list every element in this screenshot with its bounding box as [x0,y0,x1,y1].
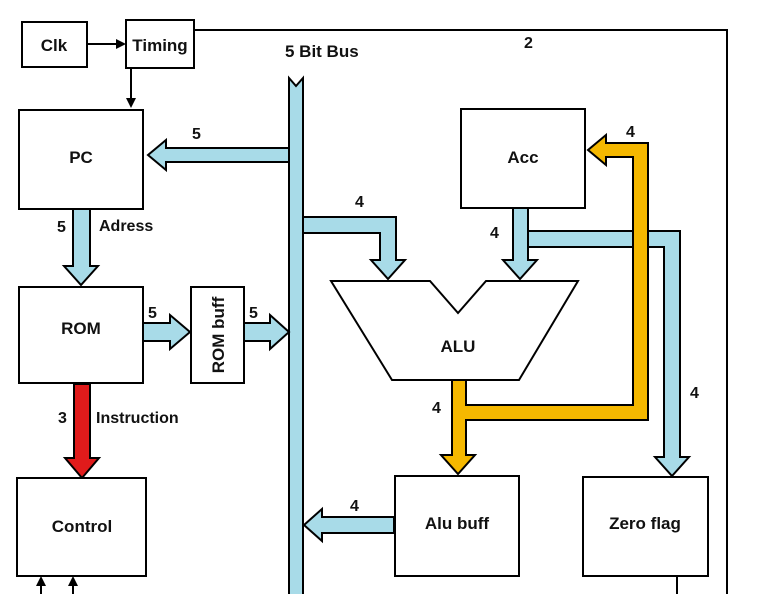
zero-flag-box [582,476,709,577]
clock-distribution-wire [194,29,728,594]
rom-buff-box [190,286,245,384]
alu-out-label: 4 [432,400,441,417]
alu-to-acc-label: 4 [626,124,635,141]
pc-box [18,109,144,210]
clk-to-timing-arrowhead [116,39,126,49]
rom-label: ROM [61,319,101,338]
pc-to-rom-width-label: 5 [57,219,66,236]
acc-block: Acc [460,108,586,209]
aluBuff-to-bus-label: 4 [350,498,359,515]
control-block: Control [16,477,147,577]
pc-to-rom-arrow [61,208,101,287]
alu-to-acc-path [438,132,649,476]
control-input-arrowhead-2 [68,576,78,586]
alu-buff-block: Alu buff [394,475,520,577]
rom-box [18,286,144,384]
control-box [16,477,147,577]
clock-line-label: 2 [524,35,533,52]
alu-buff-box [394,475,520,577]
zero-flag-block: Zero flag [582,476,709,577]
timing-block: Timing [125,19,195,69]
main-bus [288,75,304,594]
instruction-name-label: Instruction [96,410,179,427]
bus-to-pc-arrow [146,137,290,173]
rom-to-buff-label: 5 [148,305,157,322]
timing-label: Timing [132,36,187,55]
pc-label: PC [69,148,93,167]
rom-block: ROM [18,286,144,384]
acc-to-alu-label: 4 [490,225,499,242]
bus-to-alu-arrow [302,216,408,281]
alu-buff-label: Alu buff [425,514,490,533]
zero-flag-label: Zero flag [609,514,681,533]
romBuff-to-bus-arrow [243,312,291,352]
alu-block: ALU [329,280,580,381]
rom-buff-label: ROM buff [209,296,228,373]
acc-box [460,108,586,209]
rom-buff-block: ROM buff [190,286,245,384]
control-label: Control [52,517,112,536]
to-zero-flag-label: 4 [690,385,699,402]
rom-to-control-arrow [62,383,102,480]
rom-to-romBuff-arrow [142,312,192,352]
clk-label: Clk [41,36,68,55]
timing-to-pc-arrowhead [126,98,136,108]
bus-title: 5 Bit Bus [285,42,359,61]
acc-label: Acc [507,148,538,167]
alu-label: ALU [441,337,476,356]
timing-box [125,19,195,69]
alu-shape [329,280,580,381]
control-input-arrowhead-1 [36,576,46,586]
bus-to-pc-label: 5 [192,126,201,143]
instruction-width-label: 3 [58,410,67,427]
acc-to-zeroFlag-arrow [527,230,692,478]
pc-block: PC [18,109,144,210]
clk-box [21,21,88,68]
bus-to-alu-label: 4 [355,194,364,211]
buff-to-bus-label: 5 [249,305,258,322]
aluBuff-to-bus-arrow [302,506,395,544]
acc-to-alu-arrow [500,207,540,281]
pc-to-rom-name-label: Adress [99,218,153,235]
clk-block: Clk [21,21,88,68]
